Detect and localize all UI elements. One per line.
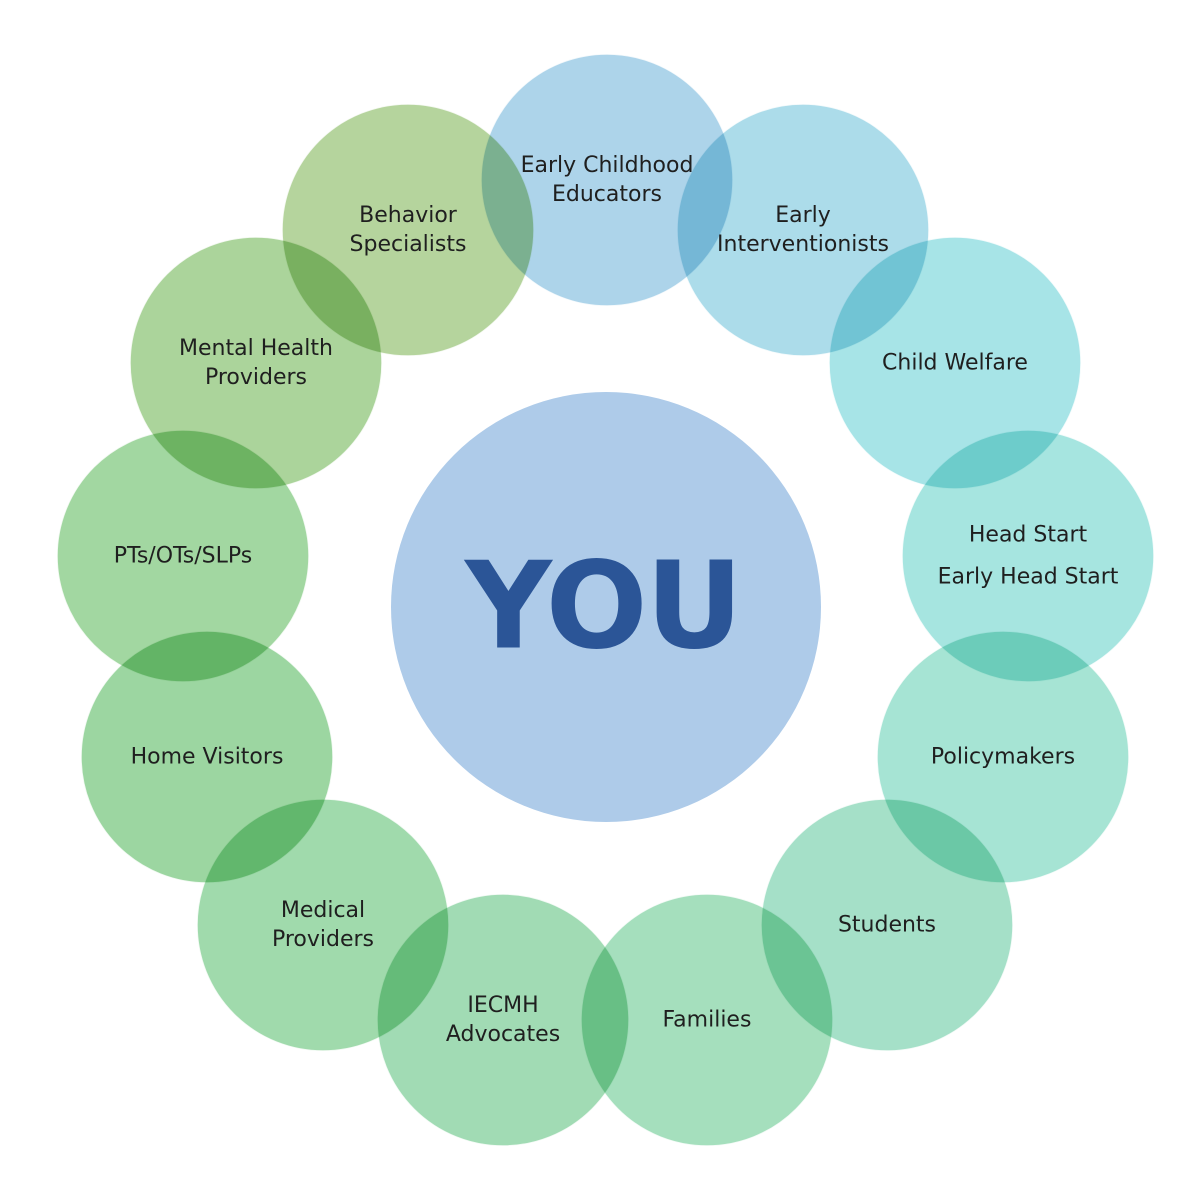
ring-label-medical-providers-line-2: Providers <box>272 927 374 952</box>
ring-label-head-start-line-1: Head Start <box>969 523 1088 548</box>
ring-label-early-interventionists-line-1: Early <box>775 203 831 228</box>
ring-label-behavior-specialists-line-1: Behavior <box>359 203 458 228</box>
ring-label-mental-health-providers-line-2: Providers <box>205 365 307 390</box>
ring-label-head-start-line-2: Early Head Start <box>938 565 1119 590</box>
ring-label-policymakers-line-1: Policymakers <box>931 745 1075 770</box>
ring-label-behavior-specialists-line-2: Specialists <box>350 232 467 257</box>
ring-node-pts-ots-slps: PTs/OTs/SLPs <box>56 429 310 683</box>
ring-label-early-childhood-educators-line-2: Educators <box>552 182 662 207</box>
ring-label-home-visitors-line-1: Home Visitors <box>131 745 284 770</box>
center-label: YOU <box>463 538 741 677</box>
ring-label-early-interventionists-line-2: Interventionists <box>717 232 889 257</box>
ring-label-mental-health-providers-line-1: Mental Health <box>179 336 333 361</box>
ring-label-early-childhood-educators-line-1: Early Childhood <box>521 153 694 178</box>
ring-label-families-line-1: Families <box>663 1008 752 1033</box>
ring-nodes: Early ChildhoodEducatorsEarlyInterventio… <box>56 53 1155 1147</box>
ring-label-pts-ots-slps-line-1: PTs/OTs/SLPs <box>114 544 253 569</box>
center-circle <box>391 392 821 822</box>
ring-circle-behavior-specialists <box>281 103 535 357</box>
ring-label-students-line-1: Students <box>838 913 936 938</box>
ring-label-iecmh-advocates-line-2: Advocates <box>446 1022 560 1047</box>
ring-label-child-welfare-line-1: Child Welfare <box>882 351 1028 376</box>
ring-node-child-welfare: Child Welfare <box>828 236 1082 490</box>
ring-label-medical-providers-line-1: Medical <box>281 898 365 923</box>
ring-label-iecmh-advocates-line-1: IECMH <box>467 993 538 1018</box>
ring-node-families: Families <box>580 893 834 1147</box>
center-node: YOU <box>391 392 821 822</box>
